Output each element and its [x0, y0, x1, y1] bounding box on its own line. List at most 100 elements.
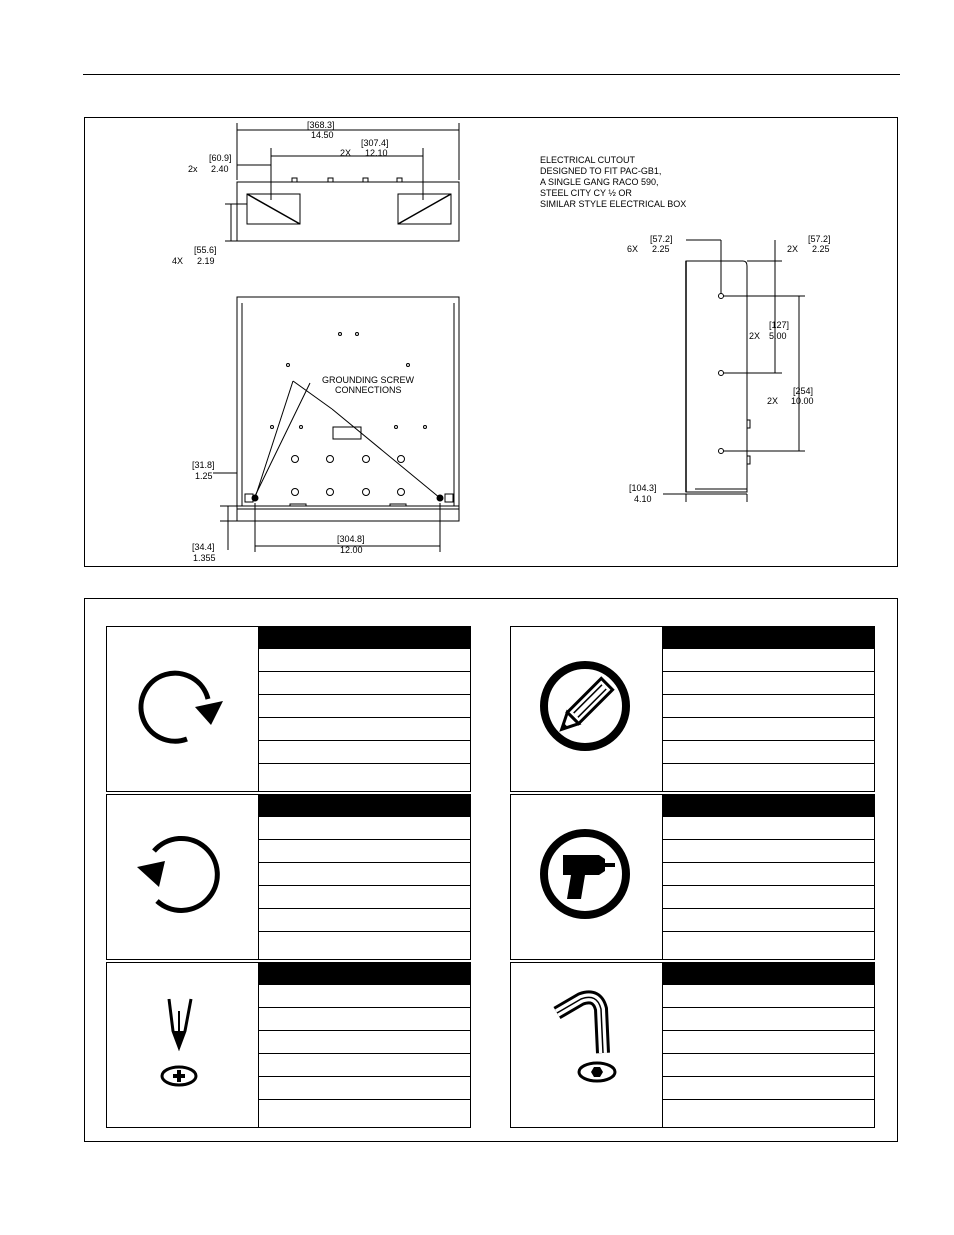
overall-width-metric: [368.3] — [307, 120, 335, 130]
screw-spacing-inch: 12.00 — [340, 545, 363, 555]
depth-metric: [104.3] — [629, 483, 657, 493]
side-offset-inch: 1.25 — [195, 471, 213, 481]
dimension-drawing: [368.3] 14.50 [307.4] 2X 12.10 [60.9] 2x… — [172, 120, 831, 563]
bottom-offset-inch: 1.355 — [193, 553, 216, 563]
hex-key-icon — [553, 990, 617, 1083]
legend-row — [259, 985, 470, 1008]
hole-spacing-metric: [127] — [769, 320, 789, 330]
top-view-cutout-left — [246, 193, 301, 225]
grounding-label-line-1: GROUNDING SCREW — [322, 375, 415, 385]
legend-cell-rotate-counterclockwise — [106, 794, 471, 960]
legend-header — [259, 627, 470, 649]
side-top-left-qty: 6X — [627, 244, 638, 254]
legend-row — [259, 863, 470, 886]
cutout-note-line-4: STEEL CITY CY ½ OR — [540, 188, 632, 198]
dimension-drawing-panel: [368.3] 14.50 [307.4] 2X 12.10 [60.9] 2x… — [84, 117, 898, 567]
side-view-outline — [685, 260, 748, 493]
legend-row — [259, 817, 470, 840]
hole-spacing-qty: 2X — [749, 331, 760, 341]
cutout-note-line-1: ELECTRICAL CUTOUT — [540, 155, 636, 165]
outer-spacing-metric: [254] — [793, 386, 813, 396]
legend-header — [663, 627, 874, 649]
legend-cell-hex-key — [510, 962, 875, 1128]
height-offset-qty: 4X — [172, 256, 183, 266]
legend-row — [259, 909, 470, 932]
legend-row — [663, 1054, 874, 1077]
legend-row — [259, 932, 470, 955]
legend-row — [259, 1031, 470, 1054]
legend-row — [663, 741, 874, 764]
rotate-clockwise-icon — [138, 670, 223, 744]
legend-row — [259, 741, 470, 764]
legend-header — [259, 963, 470, 985]
legend-row — [259, 1008, 470, 1031]
cutout-note-line-3: A SINGLE GANG RACO 590, — [540, 177, 659, 187]
legend-row — [663, 1008, 874, 1031]
legend-row — [663, 886, 874, 909]
legend-row — [663, 695, 874, 718]
side-top-left-inch: 2.25 — [652, 244, 670, 254]
legend-header — [259, 795, 470, 817]
header-rule — [83, 74, 900, 75]
legend-row — [663, 649, 874, 672]
legend-header — [663, 963, 874, 985]
legend-row — [663, 718, 874, 741]
legend-row — [259, 1100, 470, 1123]
side-top-left-metric: [57.2] — [650, 234, 673, 244]
box-spacing-metric: [307.4] — [361, 138, 389, 148]
cutout-note-line-2: DESIGNED TO FIT PAC-GB1, — [540, 166, 661, 176]
legend-row — [259, 840, 470, 863]
legend-row — [663, 863, 874, 886]
legend-row — [663, 672, 874, 695]
pencil-mark-icon — [540, 661, 630, 751]
legend-row — [663, 932, 874, 955]
side-top-right-inch: 2.25 — [812, 244, 830, 254]
legend-row — [663, 1077, 874, 1100]
legend-row — [663, 817, 874, 840]
edge-offset-inch: 2.40 — [211, 164, 229, 174]
legend-row — [259, 649, 470, 672]
box-spacing-qty: 2X — [340, 148, 351, 158]
legend-row — [259, 718, 470, 741]
legend-row — [663, 1100, 874, 1123]
overall-width-inch: 14.50 — [311, 130, 334, 140]
legend-row — [663, 1031, 874, 1054]
bottom-offset-metric: [34.4] — [192, 542, 215, 552]
legend-cell-phillips-screwdriver — [106, 962, 471, 1128]
legend-cell-mark — [510, 626, 875, 792]
hole-spacing-inch: 5.00 — [769, 331, 787, 341]
top-view-cutout-right — [397, 193, 452, 225]
grounding-label-line-2: CONNECTIONS — [335, 385, 402, 395]
cutout-note-line-5: SIMILAR STYLE ELECTRICAL BOX — [540, 199, 686, 209]
edge-offset-metric: [60.9] — [209, 153, 232, 163]
box-spacing-inch: 12.10 — [365, 148, 388, 158]
rotate-counterclockwise-icon — [137, 835, 220, 913]
phillips-screwdriver-icon — [160, 998, 198, 1087]
screw-spacing-metric: [304.8] — [337, 534, 365, 544]
side-offset-metric: [31.8] — [192, 460, 215, 470]
depth-inch: 4.10 — [634, 494, 652, 504]
height-offset-inch: 2.19 — [197, 256, 215, 266]
legend-row — [259, 764, 470, 787]
legend-row — [663, 909, 874, 932]
legend-row — [663, 985, 874, 1008]
tools-legend-panel — [84, 598, 898, 1142]
top-view-outline — [236, 181, 460, 242]
legend-row — [663, 840, 874, 863]
legend-cell-drill — [510, 794, 875, 960]
legend-row — [259, 886, 470, 909]
legend-header — [663, 795, 874, 817]
legend-row — [259, 672, 470, 695]
outer-spacing-qty: 2X — [767, 396, 778, 406]
outer-spacing-inch: 10.00 — [791, 396, 814, 406]
side-top-right-metric: [57.2] — [808, 234, 831, 244]
drill-icon — [540, 829, 630, 919]
legend-row — [259, 1054, 470, 1077]
side-top-right-qty: 2X — [787, 244, 798, 254]
edge-offset-qty: 2x — [188, 164, 198, 174]
front-view-outline — [236, 296, 460, 522]
height-offset-metric: [55.6] — [194, 245, 217, 255]
legend-row — [259, 1077, 470, 1100]
legend-row — [663, 764, 874, 787]
legend-row — [259, 695, 470, 718]
